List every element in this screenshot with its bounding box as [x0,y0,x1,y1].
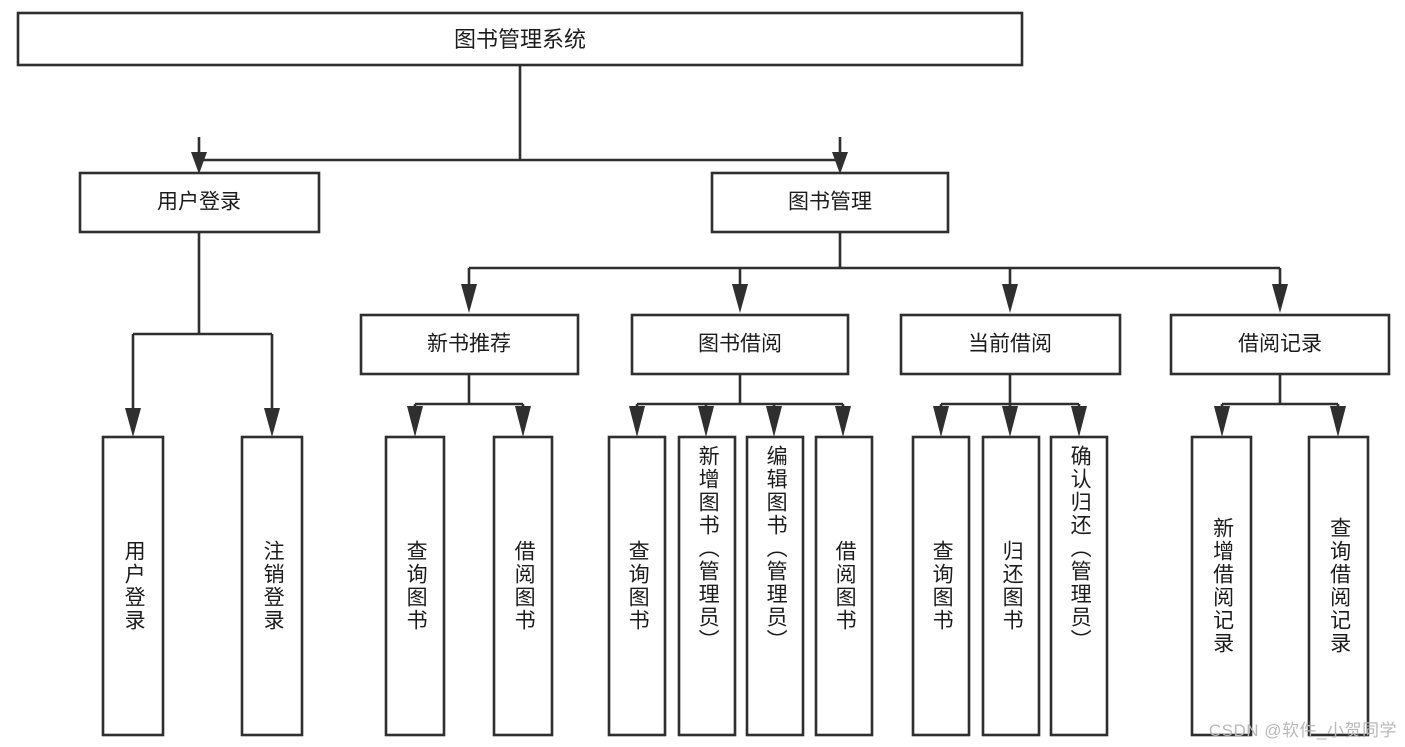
arrowhead-currentborrow-leaf-3 [1071,406,1087,437]
arrowhead-user-login-leaf [125,408,141,437]
node-leaf-add-record-box[interactable] [1190,435,1253,737]
arrowhead-bookborrow-leaf-2 [698,406,714,437]
arrowhead-newbook [461,284,477,313]
node-leaf-borrow-book-a-box[interactable] [492,435,554,737]
arrowhead-currentborrow-leaf-2 [1002,406,1018,437]
node-book-borrow-label: 图书借阅 [698,333,782,356]
node-book-borrow-box[interactable] [630,313,850,376]
node-leaf-query-book-c-box[interactable] [911,435,971,737]
arrowhead-userlogin [191,152,207,174]
node-layer: 图书管理系统 用户登录 图书管理 新书推荐 图书借阅 当前借阅 借阅记录 [16,11,1391,737]
arrowhead-newbook-leaf-2 [515,406,531,437]
arrowhead-currentborrow-leaf-1 [933,406,949,437]
node-book-management-label: 图书管理 [788,191,872,214]
arrowhead-bookborrow-leaf-1 [629,406,645,437]
node-root-label: 图书管理系统 [454,27,586,52]
arrowhead-bookborrow [732,284,748,313]
node-leaf-query-book-a-box[interactable] [384,435,446,737]
node-leaf-add-book-box[interactable] [677,435,737,737]
node-leaf-query-book-b-box[interactable] [607,435,667,737]
arrowhead-logout-leaf [264,408,280,437]
node-user-login-box[interactable] [78,171,321,234]
node-current-borrow-label: 当前借阅 [968,333,1052,356]
node-leaf-return-book-box[interactable] [981,435,1041,737]
arrowhead-borrowrecord [1272,284,1288,313]
node-current-borrow-box[interactable] [899,313,1122,376]
node-leaf-borrow-book-b-box[interactable] [814,435,874,737]
node-new-book-recommend-box[interactable] [359,313,580,376]
csdn-watermark: CSDN @软件_小贺同学 [1208,721,1397,740]
node-book-management-box[interactable] [710,171,950,234]
node-leaf-confirm-return-box[interactable] [1049,435,1109,737]
arrowhead-borrowrecord-leaf-1 [1214,406,1230,437]
node-user-login-label: 用户登录 [157,191,241,214]
node-leaf-query-record-box[interactable] [1307,435,1370,737]
node-leaf-edit-book-box[interactable] [745,435,805,737]
arrowhead-bookborrow-leaf-4 [835,406,851,437]
node-leaf-logout-box[interactable] [240,435,304,737]
node-borrow-record-label: 借阅记录 [1238,333,1322,356]
arrowhead-borrowrecord-leaf-2 [1330,406,1346,437]
node-leaf-user-login-box[interactable] [101,435,165,737]
node-root-box[interactable] [16,11,1024,67]
node-new-book-recommend-label: 新书推荐 [427,333,511,356]
arrowhead-bookmgmt [832,152,848,174]
node-borrow-record-box[interactable] [1169,313,1391,376]
arrowhead-bookborrow-leaf-3 [766,406,782,437]
connector-layer [125,65,1346,437]
arrowhead-currentborrow [1002,284,1018,313]
arrowhead-newbook-leaf-1 [407,406,423,437]
